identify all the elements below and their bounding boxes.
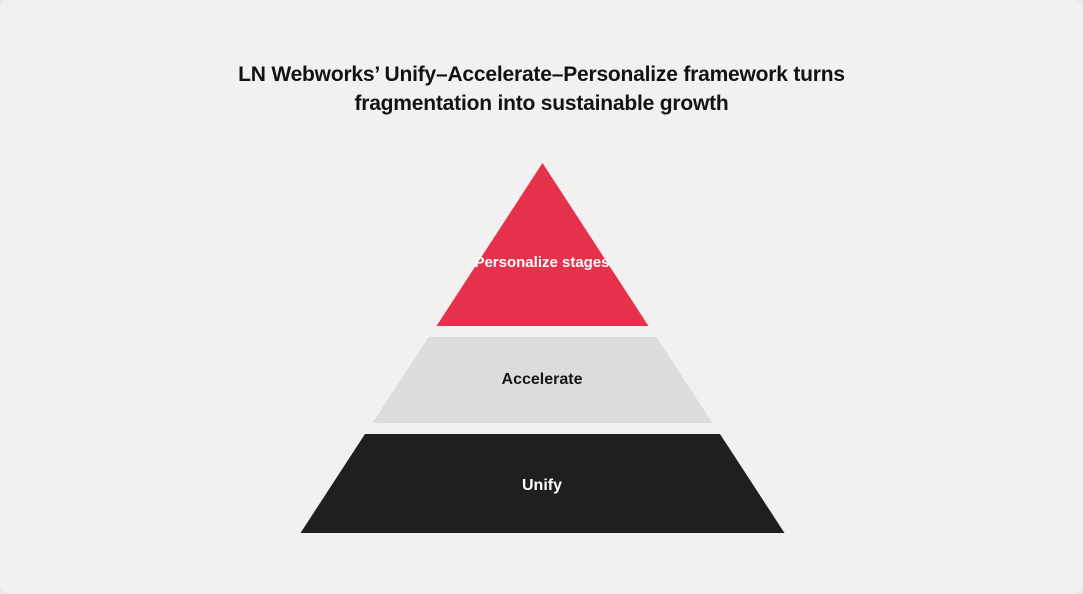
page-title-line-1: LN Webworks’ Unify–Accelerate–Personaliz…	[238, 63, 845, 86]
pyramid-level-top-shape	[436, 163, 649, 326]
pyramid-level-bottom-shape	[300, 434, 785, 533]
page-title: LN Webworks’ Unify–Accelerate–Personaliz…	[0, 60, 1083, 118]
page-title-line-2: fragmentation into sustainable growth	[354, 92, 729, 115]
pyramid-level-middle-shape	[372, 337, 713, 423]
